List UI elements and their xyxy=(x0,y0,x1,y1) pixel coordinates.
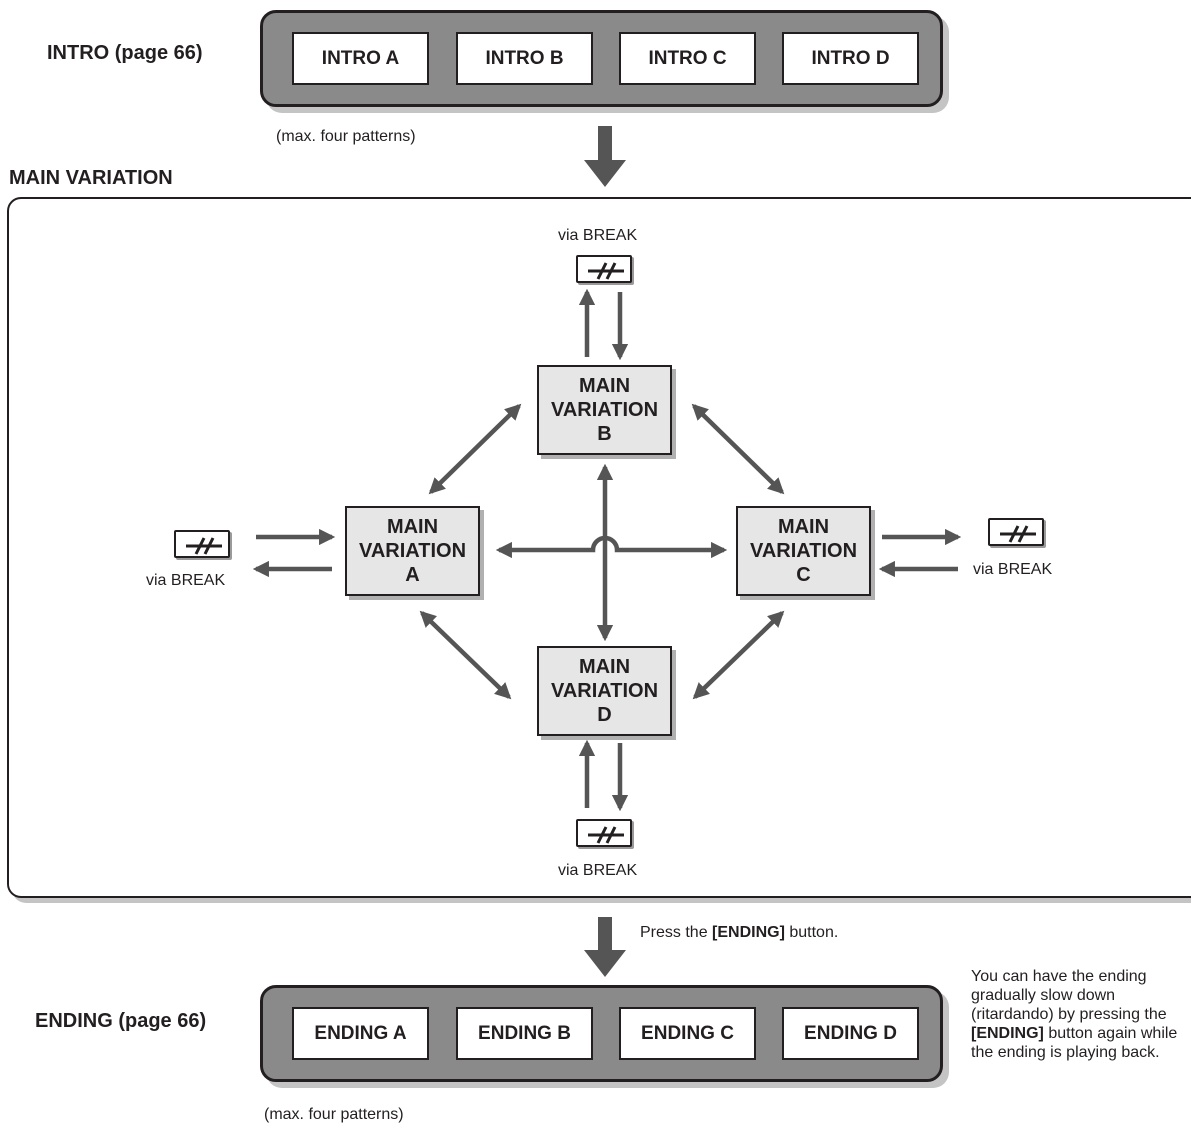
main-variation-a-line3: A xyxy=(405,564,420,586)
main-variation-a-box[interactable]: MAIN VARIATION A xyxy=(345,506,480,596)
ending-a-button[interactable]: ENDING A xyxy=(292,1007,429,1060)
break-icon xyxy=(588,262,624,280)
intro-a-button[interactable]: INTRO A xyxy=(292,32,429,85)
main-variation-b-box[interactable]: MAIN VARIATION B xyxy=(537,365,672,455)
intro-d-button[interactable]: INTRO D xyxy=(782,32,919,85)
main-variation-label: MAIN VARIATION xyxy=(9,167,173,189)
press-ending-instruction: Press the [ENDING] button. xyxy=(640,924,838,942)
ending-button-ref: [ENDING] xyxy=(712,924,785,941)
break-button-top[interactable] xyxy=(576,255,632,283)
main-variation-c-line2: VARIATION xyxy=(749,540,858,562)
arrow-a-b xyxy=(428,403,522,495)
intro-b-button[interactable]: INTRO B xyxy=(456,32,593,85)
main-variation-d-line2: VARIATION xyxy=(550,680,659,702)
ritardando-note-2: button again while the ending is playing… xyxy=(971,1025,1178,1061)
ending-label: ENDING (page 66) xyxy=(35,1010,207,1032)
intro-note: (max. four patterns) xyxy=(276,128,416,145)
intro-tray: INTRO A INTRO B INTRO C INTRO D xyxy=(260,10,943,107)
intro-c-button[interactable]: INTRO C xyxy=(619,32,756,85)
break-button-bottom[interactable] xyxy=(576,819,632,847)
break-icon xyxy=(1000,525,1036,543)
arrow-c-d xyxy=(692,610,785,700)
main-variation-c-line1: MAIN xyxy=(777,516,830,538)
ending-note: (max. four patterns) xyxy=(264,1106,404,1123)
intro-label: INTRO (page 66) xyxy=(47,42,203,64)
press-prefix: Press the xyxy=(640,924,713,941)
main-variation-d-line3: D xyxy=(597,704,612,726)
main-variation-c-line3: C xyxy=(796,564,811,586)
ritardando-note-1: You can have the ending gradually slow d… xyxy=(971,968,1167,1023)
via-break-bottom: via BREAK xyxy=(558,862,638,879)
break-icon xyxy=(186,537,222,555)
ending-b-button[interactable]: ENDING B xyxy=(456,1007,593,1060)
arrow-a-d xyxy=(419,610,512,700)
ending-c-button[interactable]: ENDING C xyxy=(619,1007,756,1060)
main-variation-d-line1: MAIN xyxy=(578,656,631,678)
ritardando-ending-button-ref: [ENDING] xyxy=(971,1025,1044,1042)
ending-d-button[interactable]: ENDING D xyxy=(782,1007,919,1060)
ending-tray: ENDING A ENDING B ENDING C ENDING D xyxy=(260,985,943,1082)
down-arrow-ending-head xyxy=(584,950,626,977)
via-break-right: via BREAK xyxy=(973,561,1053,578)
press-suffix: button. xyxy=(784,924,839,941)
via-break-left: via BREAK xyxy=(146,572,226,589)
main-variation-b-line2: VARIATION xyxy=(550,399,659,421)
arrow-b-c xyxy=(691,403,785,495)
down-arrow-intro-head xyxy=(584,160,626,187)
ritardando-note: You can have the ending gradually slow d… xyxy=(971,967,1191,1062)
main-variation-b-line1: MAIN xyxy=(578,375,631,397)
main-variation-d-box[interactable]: MAIN VARIATION D xyxy=(537,646,672,736)
via-break-top: via BREAK xyxy=(558,227,638,244)
main-variation-b-line3: B xyxy=(597,423,612,445)
main-variation-a-line2: VARIATION xyxy=(358,540,467,562)
break-button-left[interactable] xyxy=(174,530,230,558)
main-variation-c-box[interactable]: MAIN VARIATION C xyxy=(736,506,871,596)
arrow-a-c xyxy=(495,535,728,559)
break-button-right[interactable] xyxy=(988,518,1044,546)
break-icon xyxy=(588,826,624,844)
main-variation-a-line1: MAIN xyxy=(386,516,439,538)
